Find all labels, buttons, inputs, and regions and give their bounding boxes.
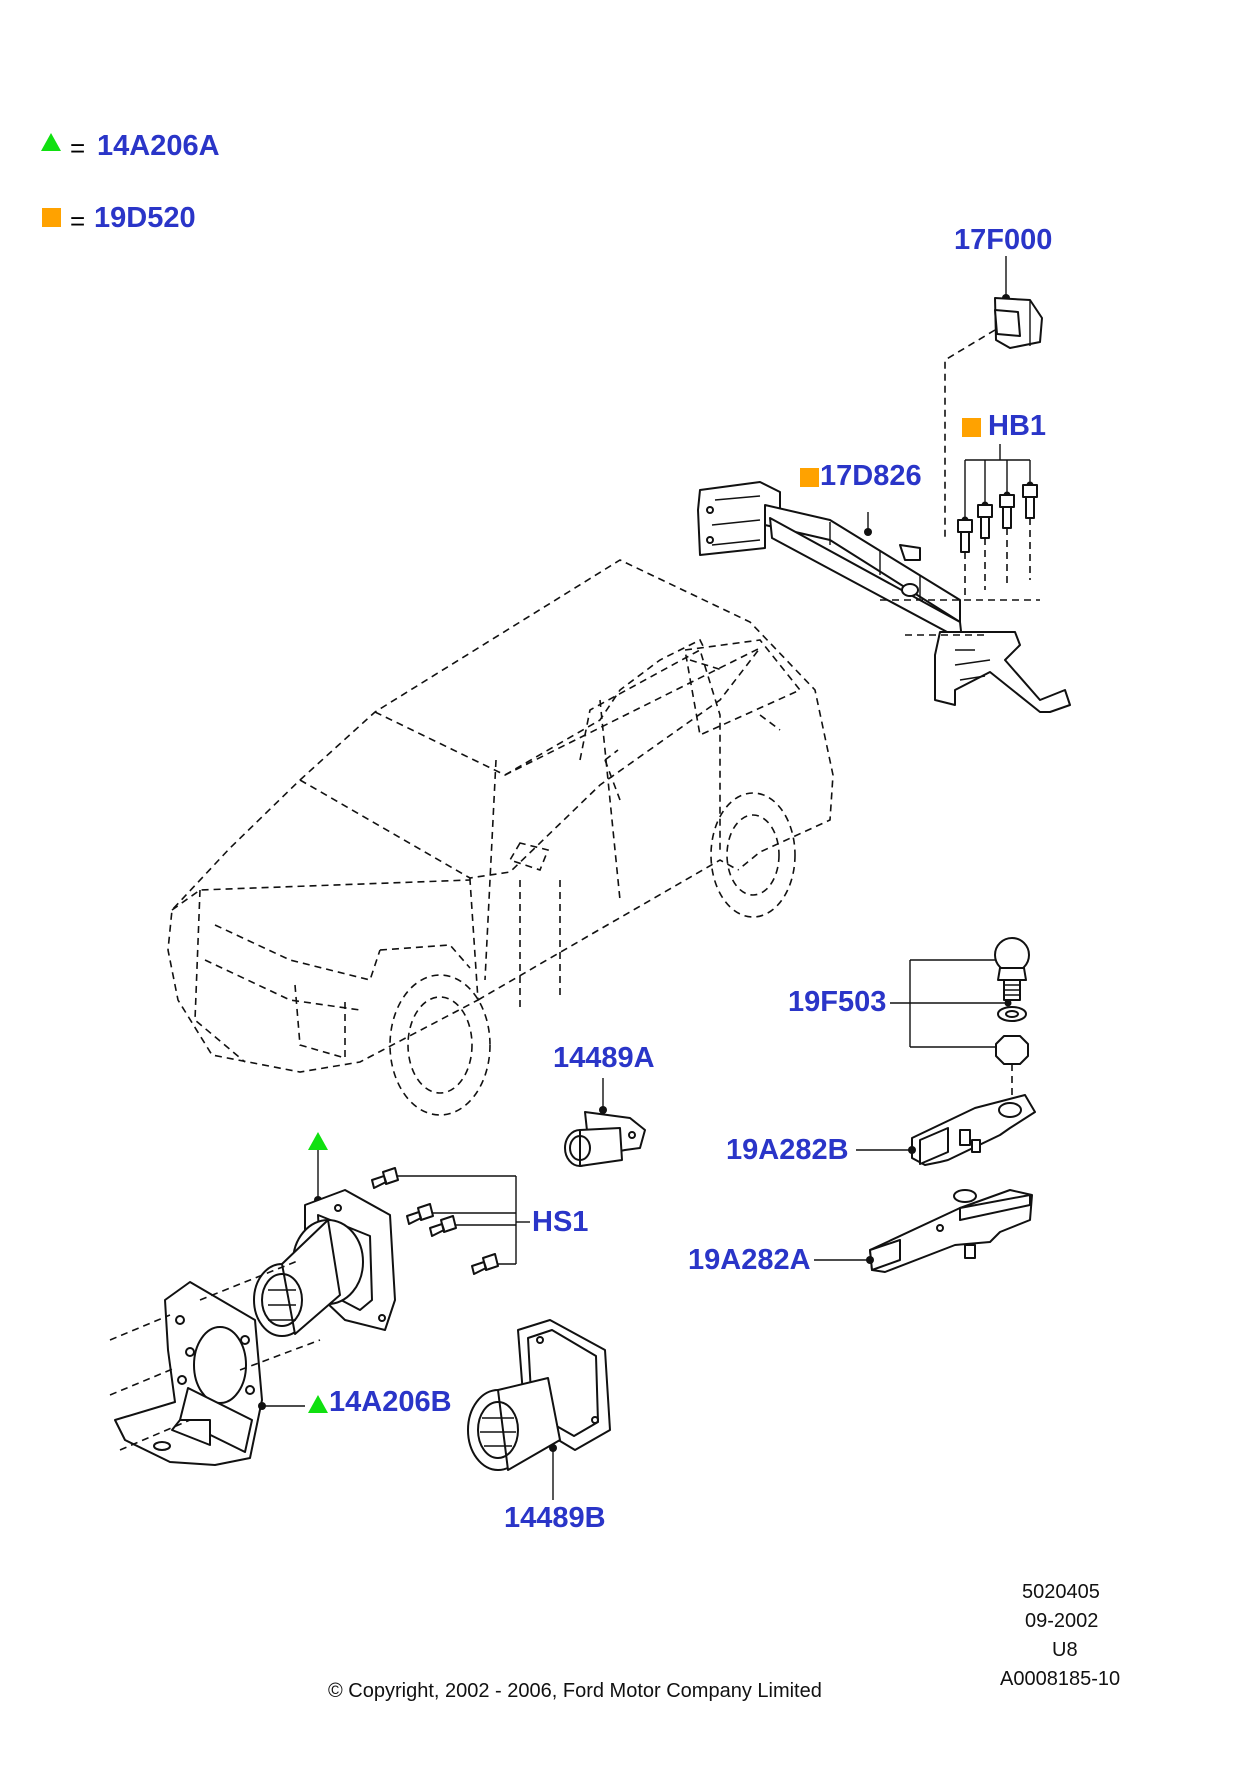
orange-square-icon	[962, 418, 981, 437]
callout-HB1: HB1	[988, 410, 1047, 442]
part-14A206B-drawing	[109, 1259, 321, 1466]
callout-19A282A: 19A282A	[688, 1244, 811, 1276]
callout-14489B: 14489B	[504, 1502, 606, 1534]
part-19A282B-drawing	[856, 1094, 1036, 1166]
publication-date: 09-2002	[1025, 1610, 1099, 1632]
callout-19F503: 19F503	[788, 986, 887, 1018]
orange-square-icon	[800, 468, 819, 487]
reference-number: 5020405	[1022, 1581, 1100, 1603]
legend-equals: =	[70, 133, 86, 163]
legend-equals: =	[70, 206, 86, 236]
part-19F503-drawing	[890, 937, 1030, 1100]
green-triangle-icon	[308, 1395, 328, 1413]
part-17D826-drawing	[697, 481, 1071, 713]
vehicle-outline	[167, 559, 834, 1116]
part-HS1-drawing	[371, 1167, 530, 1275]
callout-14A206B: 14A206B	[329, 1386, 452, 1418]
model-code: U8	[1052, 1639, 1078, 1661]
legend-part-19D520: 19D520	[94, 202, 196, 234]
green-triangle-icon	[308, 1132, 328, 1150]
green-triangle-icon	[41, 133, 61, 151]
part-14489B-drawing	[467, 1319, 611, 1500]
illustration-id: A0008185-10	[1000, 1668, 1121, 1690]
part-HB1-drawing	[957, 444, 1038, 595]
part-14489A-drawing	[564, 1078, 646, 1167]
legend-part-14A206A: 14A206A	[97, 130, 220, 162]
callout-14489A: 14489A	[553, 1042, 655, 1074]
callout-17D826: 17D826	[820, 460, 922, 492]
part-19A282A-drawing	[814, 1189, 1033, 1273]
part-17F000-drawing	[944, 256, 1043, 540]
callout-HS1: HS1	[532, 1206, 589, 1238]
orange-square-icon	[42, 208, 61, 227]
copyright-notice: © Copyright, 2002 - 2006, Ford Motor Com…	[328, 1680, 822, 1702]
callout-19A282B: 19A282B	[726, 1134, 849, 1166]
callout-17F000: 17F000	[954, 224, 1053, 256]
part-14A206A-drawing	[253, 1150, 396, 1337]
